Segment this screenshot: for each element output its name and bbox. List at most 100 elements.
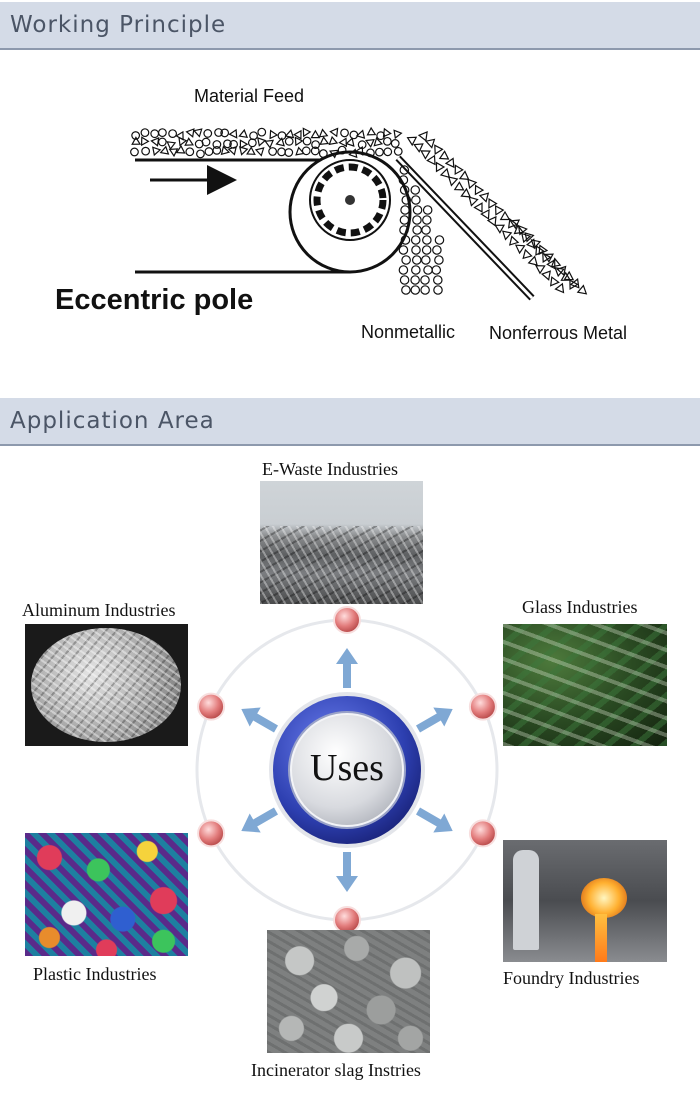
- direction-arrow: [336, 648, 358, 688]
- orbit-node: [468, 819, 497, 848]
- particle-triangle: [474, 184, 485, 196]
- particle-triangle: [514, 244, 526, 255]
- particle-triangle: [499, 210, 511, 221]
- particle-triangle: [239, 139, 249, 150]
- particle-circle: [249, 131, 258, 141]
- particle-triangle: [554, 282, 565, 294]
- glass-label: Glass Industries: [522, 597, 638, 617]
- uses-center: [292, 715, 402, 825]
- particle-triangle: [269, 129, 279, 140]
- nonferrous-particles: [406, 131, 588, 295]
- particle-triangle: [460, 187, 472, 198]
- particle-circle: [212, 140, 222, 149]
- particle-triangle: [494, 224, 506, 234]
- incinerator-slag-photo: [267, 930, 430, 1053]
- orbit-node: [197, 692, 226, 721]
- particle-circle: [421, 255, 431, 265]
- foundry-photo: [503, 840, 667, 962]
- particle-triangle: [435, 161, 446, 173]
- particle-triangle: [508, 235, 520, 246]
- particle-triangle: [185, 128, 195, 138]
- particle-circle: [399, 165, 410, 175]
- particle-circle: [340, 128, 349, 138]
- particle-circle: [410, 185, 421, 195]
- particle-triangle: [302, 127, 312, 138]
- particle-triangle: [373, 137, 384, 147]
- particle-triangle: [550, 257, 562, 268]
- particle-circle: [277, 147, 286, 157]
- particle-circle: [398, 265, 409, 275]
- particle-triangle: [338, 137, 348, 148]
- particle-triangle: [310, 129, 321, 139]
- particle-triangle: [348, 148, 358, 159]
- particle-triangle: [220, 145, 231, 156]
- particle-circle: [185, 147, 195, 157]
- particle-triangle: [152, 146, 162, 157]
- foundry-label: Foundry Industries: [503, 968, 640, 988]
- particle-circle: [399, 215, 410, 225]
- particle-circle: [423, 265, 433, 275]
- particle-triangle: [345, 137, 355, 147]
- particle-triangle: [175, 130, 184, 141]
- particle-circle: [268, 147, 278, 156]
- particle-triangle: [257, 136, 267, 147]
- particle-circle: [401, 255, 411, 265]
- plastic-photo: [25, 833, 188, 956]
- particle-circle: [410, 275, 420, 285]
- particle-triangle: [576, 284, 588, 295]
- particle-triangle: [542, 252, 552, 263]
- particle-circle: [399, 275, 410, 285]
- particle-circle: [196, 149, 205, 159]
- particle-circle: [432, 245, 442, 255]
- ewaste-photo: [260, 481, 423, 604]
- particle-circle: [284, 136, 294, 146]
- particle-circle: [337, 145, 347, 155]
- particle-triangle: [319, 136, 330, 146]
- particle-circle: [157, 137, 167, 147]
- direction-arrow: [336, 852, 358, 892]
- particle-circle: [310, 146, 320, 156]
- particle-circle: [375, 147, 384, 157]
- particle-triangle: [488, 198, 498, 209]
- particle-circle: [301, 146, 311, 156]
- particle-triangle: [434, 144, 444, 155]
- particle-triangle: [454, 164, 464, 176]
- particle-triangle: [140, 136, 150, 147]
- section-header-working-principle: Working Principle: [0, 2, 700, 50]
- particle-circle: [366, 148, 375, 158]
- particle-triangle: [530, 239, 542, 250]
- particle-circle: [422, 205, 433, 215]
- particle-triangle: [538, 244, 549, 256]
- particle-circle: [433, 285, 443, 295]
- particle-triangle: [473, 202, 483, 213]
- particle-triangle: [175, 144, 186, 154]
- ewaste-label: E-Waste Industries: [262, 459, 399, 479]
- particle-triangle: [522, 248, 533, 260]
- particle-circle: [311, 140, 320, 150]
- particle-circle: [383, 147, 393, 157]
- direction-arrow: [241, 707, 278, 733]
- particle-triangle: [295, 146, 305, 156]
- particle-triangle: [294, 136, 304, 147]
- particle-circle: [434, 255, 444, 265]
- particle-triangle: [569, 279, 579, 290]
- nonmetallic-particles: [398, 165, 445, 295]
- particle-triangle: [192, 128, 203, 138]
- nonmetallic-label: Nonmetallic: [361, 322, 456, 342]
- particle-circle: [401, 285, 411, 295]
- particle-triangle: [447, 176, 459, 187]
- particle-triangle: [150, 136, 160, 147]
- material-feed-label: Material Feed: [194, 86, 305, 106]
- aluminum-photo: [25, 624, 188, 746]
- particle-triangle: [364, 138, 375, 148]
- particle-circle: [412, 205, 423, 215]
- particle-triangle: [560, 271, 572, 281]
- particle-circle: [411, 195, 421, 205]
- eccentric-pole-label: Eccentric pole: [55, 284, 254, 316]
- particle-triangle: [494, 204, 505, 216]
- particle-circle: [398, 245, 409, 255]
- particle-circle: [349, 130, 359, 140]
- direction-arrows: [241, 648, 453, 892]
- particle-triangle: [467, 178, 478, 190]
- material-particles: [130, 126, 403, 159]
